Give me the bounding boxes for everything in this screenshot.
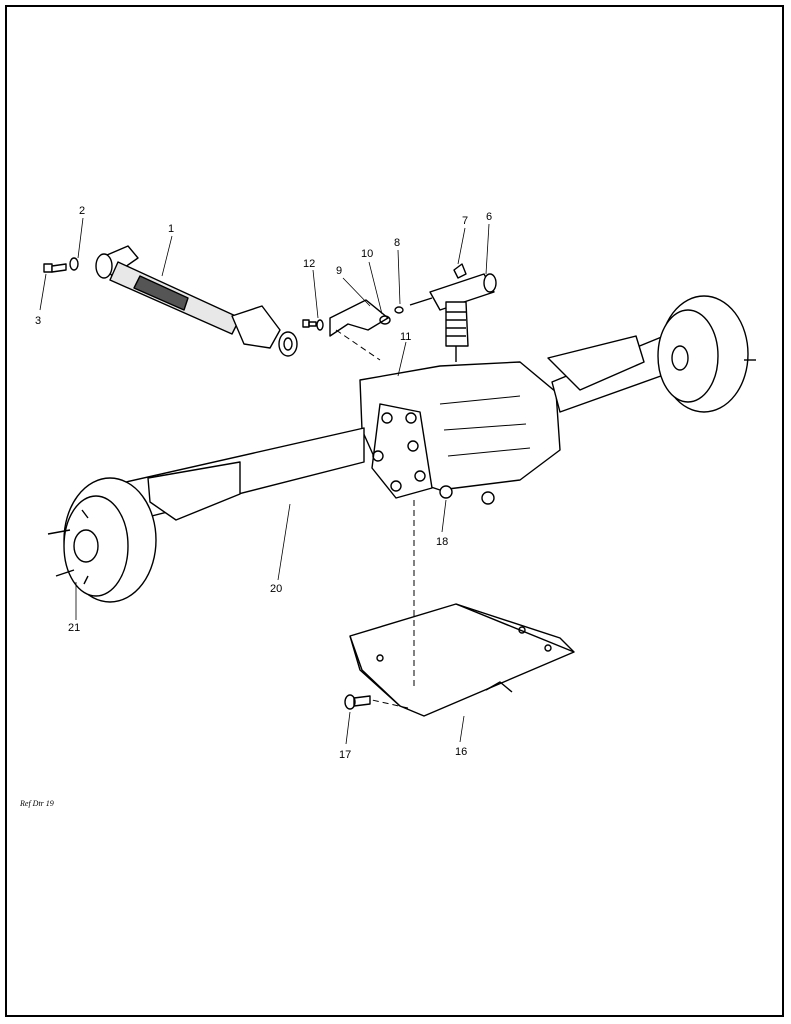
differential-drain-plug — [439, 485, 453, 499]
callout-3: 3 — [35, 315, 41, 327]
reference-code: Ref Dtr 19 — [20, 799, 54, 808]
callout-1: 1 — [168, 223, 174, 235]
brake-actuator — [409, 263, 497, 311]
differential-housing — [359, 361, 561, 505]
callout-16: 16 — [455, 746, 467, 758]
callout-11: 11 — [400, 331, 411, 343]
page-border — [5, 5, 784, 1017]
callout-7: 7 — [462, 215, 468, 227]
callout-20: 20 — [270, 583, 282, 595]
spacer — [379, 315, 391, 325]
washer — [316, 319, 324, 331]
bolt — [43, 263, 67, 273]
brake-drum-right — [657, 295, 756, 413]
callout-12: 12 — [303, 258, 315, 270]
brake-drum-hub — [47, 477, 157, 603]
skid-plate-bolt — [344, 694, 371, 710]
callout-18: 18 — [436, 536, 448, 548]
drive-shaft — [95, 245, 298, 357]
mounting-bracket — [329, 299, 389, 337]
skid-plate — [349, 603, 575, 717]
screw — [302, 319, 317, 328]
callout-6: 6 — [486, 211, 492, 223]
cable-clip — [445, 301, 469, 362]
axle-tube — [125, 335, 673, 521]
callout-9: 9 — [336, 265, 342, 277]
callout-17: 17 — [339, 749, 351, 761]
callout-8: 8 — [394, 237, 400, 249]
callout-10: 10 — [361, 248, 373, 260]
lock-washer — [69, 257, 79, 271]
callout-21: 21 — [68, 622, 80, 634]
callout-2: 2 — [79, 205, 85, 217]
nut — [394, 306, 404, 314]
